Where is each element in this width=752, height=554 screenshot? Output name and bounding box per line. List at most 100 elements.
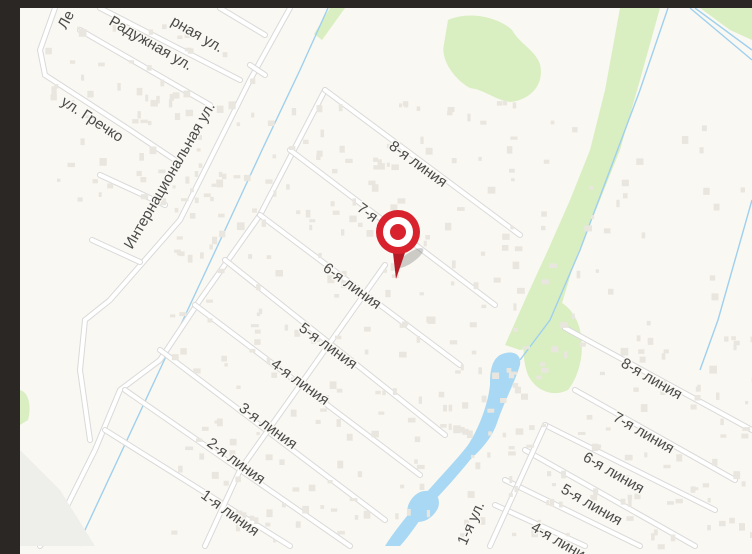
building <box>502 233 510 240</box>
building <box>170 314 176 318</box>
building <box>419 292 424 296</box>
building <box>378 163 385 170</box>
building <box>576 270 581 279</box>
building <box>626 516 634 521</box>
building <box>308 484 316 492</box>
building <box>199 453 205 460</box>
building <box>750 532 752 538</box>
building <box>265 179 273 184</box>
building <box>316 154 321 160</box>
building <box>451 260 456 269</box>
building <box>653 529 658 536</box>
building <box>321 395 330 403</box>
building <box>254 329 261 334</box>
building <box>399 103 403 108</box>
building <box>561 470 566 479</box>
building <box>402 101 409 107</box>
building <box>625 475 630 481</box>
building <box>217 268 225 274</box>
building <box>228 101 236 110</box>
building <box>129 60 135 64</box>
building <box>712 458 718 466</box>
building <box>279 459 285 465</box>
building <box>211 183 217 187</box>
building <box>229 450 236 457</box>
building <box>209 244 213 250</box>
building <box>181 198 189 202</box>
map-viewport[interactable]: Ле рная ул. Радужная ул. ул. Гречко Инте… <box>20 8 752 554</box>
building <box>207 318 213 323</box>
building <box>258 308 263 315</box>
building <box>159 198 167 206</box>
building <box>510 136 518 140</box>
building <box>707 498 711 503</box>
building <box>512 102 517 109</box>
building <box>136 33 145 40</box>
building <box>77 197 83 202</box>
building <box>201 426 209 431</box>
building <box>147 120 152 126</box>
building <box>378 411 385 415</box>
building <box>377 159 382 166</box>
building <box>176 249 181 256</box>
building <box>193 368 201 374</box>
building <box>512 532 517 537</box>
building <box>480 251 486 256</box>
building <box>481 304 487 309</box>
building <box>223 480 229 486</box>
building <box>224 363 228 367</box>
street-label-east-line-4: 4-я линия <box>528 519 595 554</box>
building <box>462 402 469 409</box>
building <box>235 523 241 532</box>
building <box>500 398 507 403</box>
building <box>295 521 301 528</box>
building <box>502 432 507 438</box>
location-pin-icon[interactable] <box>376 210 426 279</box>
building <box>418 396 422 404</box>
building <box>272 154 277 159</box>
building <box>112 25 116 32</box>
building <box>470 454 475 458</box>
building <box>140 177 147 183</box>
building <box>513 303 517 311</box>
canal-west <box>79 8 329 547</box>
building <box>416 335 421 343</box>
building <box>137 111 141 119</box>
building <box>496 101 502 106</box>
road-bottom-left <box>20 450 95 546</box>
building <box>709 275 716 281</box>
building <box>222 173 227 180</box>
map-canvas[interactable]: Ле рная ул. Радужная ул. ул. Гречко Инте… <box>20 8 752 554</box>
building <box>184 47 192 52</box>
building <box>315 338 321 343</box>
building <box>98 62 105 67</box>
building <box>140 119 148 124</box>
building <box>639 356 646 363</box>
building <box>256 312 261 317</box>
building <box>670 534 676 542</box>
building <box>216 105 224 113</box>
building <box>281 503 286 508</box>
building <box>713 203 720 211</box>
building <box>336 388 343 393</box>
park-top-right <box>700 8 752 40</box>
building <box>541 279 550 285</box>
building <box>440 424 447 428</box>
building <box>338 104 343 112</box>
building <box>709 365 717 374</box>
building <box>646 320 651 326</box>
building <box>357 222 363 227</box>
building <box>315 419 321 424</box>
building <box>676 454 683 462</box>
building <box>294 329 301 337</box>
building <box>386 143 391 149</box>
building <box>390 204 398 211</box>
building <box>303 139 309 144</box>
building <box>222 52 228 58</box>
building <box>148 29 154 35</box>
building <box>162 24 167 30</box>
building <box>647 337 654 345</box>
building <box>720 434 727 438</box>
building <box>419 483 425 490</box>
building <box>363 510 371 519</box>
